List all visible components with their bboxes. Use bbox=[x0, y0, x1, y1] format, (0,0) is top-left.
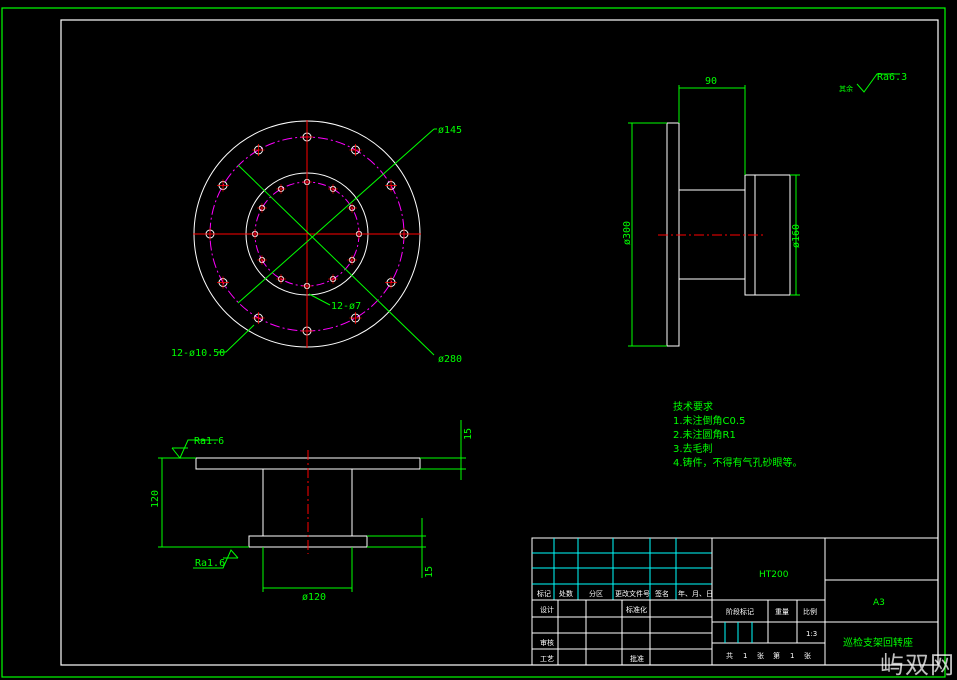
watermark: 屿双网 bbox=[880, 651, 955, 679]
tb-header-date: 年、月、日 bbox=[678, 589, 713, 598]
outer-frame bbox=[1, 7, 946, 678]
dim-line-145 bbox=[237, 128, 435, 304]
tb-stage-mark: 阶段标记 bbox=[726, 607, 754, 616]
dim-label-160: ø160 bbox=[791, 224, 802, 248]
tb-review: 审核 bbox=[540, 638, 554, 647]
dim-label-bottom-thick: 15 bbox=[424, 566, 435, 578]
tb-design: 设计 bbox=[540, 605, 554, 614]
dim-label-top-thick: 15 bbox=[463, 428, 474, 440]
tb-paper-size: A3 bbox=[873, 598, 885, 608]
roughness-value: Ra6.3 bbox=[877, 72, 907, 83]
tb-material: HT200 bbox=[759, 570, 789, 580]
tb-header-zone: 分区 bbox=[589, 589, 603, 598]
dim-line-280 bbox=[237, 164, 435, 356]
label-inner-holes: 12-ø7 bbox=[331, 301, 361, 312]
tech-item-2: 2.未注圆角R1 bbox=[673, 428, 736, 441]
leader-inner-holes bbox=[308, 293, 331, 306]
roughness-symbol-bottom bbox=[193, 549, 239, 569]
tb-scale-value: 1:3 bbox=[806, 630, 817, 638]
roughness-symbol bbox=[856, 73, 900, 93]
roughness-prefix: 其余 bbox=[839, 84, 853, 93]
tb-scale: 比例 bbox=[803, 607, 817, 616]
tech-item-1: 1.未注倒角C0.5 bbox=[673, 414, 745, 427]
side-view: 90 ø300 ø160 其余 Ra6.3 bbox=[622, 72, 907, 347]
bolt-holes bbox=[204, 131, 410, 337]
roughness-symbol-top bbox=[171, 439, 218, 459]
dim-label-280: ø280 bbox=[438, 354, 462, 365]
bottom-view: Ra1.6 Ra1.6 120 15 15 ø120 bbox=[150, 420, 474, 603]
tech-requirements: 技术要求 1.未注倒角C0.5 2.未注圆角R1 3.去毛刺 4.铸件，不得有气… bbox=[673, 400, 803, 469]
tb-weight: 重量 bbox=[775, 608, 789, 616]
dim-label-height: 120 bbox=[150, 490, 161, 508]
tb-sheet-total-suffix: 张 bbox=[757, 651, 764, 660]
tb-process: 工艺 bbox=[540, 655, 554, 663]
tech-item-4: 4.铸件，不得有气孔砂眼等。 bbox=[673, 456, 803, 469]
label-outer-holes: 12-ø10.50 bbox=[171, 348, 225, 359]
tb-approve: 批准 bbox=[630, 654, 644, 663]
front-view: ø145 ø280 12-ø7 12-ø10.50 bbox=[171, 120, 462, 365]
tb-sheet-no: 1 bbox=[790, 652, 794, 660]
leader-outer-holes bbox=[218, 324, 255, 353]
tb-sheet-total: 1 bbox=[743, 652, 747, 660]
dim-label-shaft-dia: ø120 bbox=[302, 592, 326, 603]
tb-sheet-total-prefix: 共 bbox=[726, 651, 733, 660]
tb-header-count: 处数 bbox=[559, 589, 573, 598]
tech-title: 技术要求 bbox=[673, 400, 713, 413]
dim-label-90: 90 bbox=[705, 76, 717, 87]
title-block: 标记 处数 分区 更改文件号 签名 年、月、日 设计 标准化 审核 工艺 批准 … bbox=[531, 537, 939, 666]
tb-header-sign: 签名 bbox=[655, 589, 669, 598]
dim-label-145: ø145 bbox=[438, 125, 462, 136]
drawing-border bbox=[60, 19, 939, 666]
tech-item-3: 3.去毛刺 bbox=[673, 443, 713, 455]
tb-part-name: 巡检支架回转座 bbox=[843, 636, 913, 649]
tb-sheet-no-prefix: 第 bbox=[773, 651, 780, 660]
tb-sheet-no-suffix: 张 bbox=[804, 651, 811, 660]
roughness-top-label: Ra1.6 bbox=[194, 436, 224, 447]
roughness-bottom-label: Ra1.6 bbox=[195, 558, 225, 569]
revision-grid bbox=[532, 538, 712, 600]
tb-header-doc: 更改文件号 bbox=[615, 589, 650, 598]
tb-standardize: 标准化 bbox=[626, 605, 647, 614]
tb-header-mark: 标记 bbox=[537, 589, 551, 598]
dim-label-300: ø300 bbox=[622, 221, 633, 245]
